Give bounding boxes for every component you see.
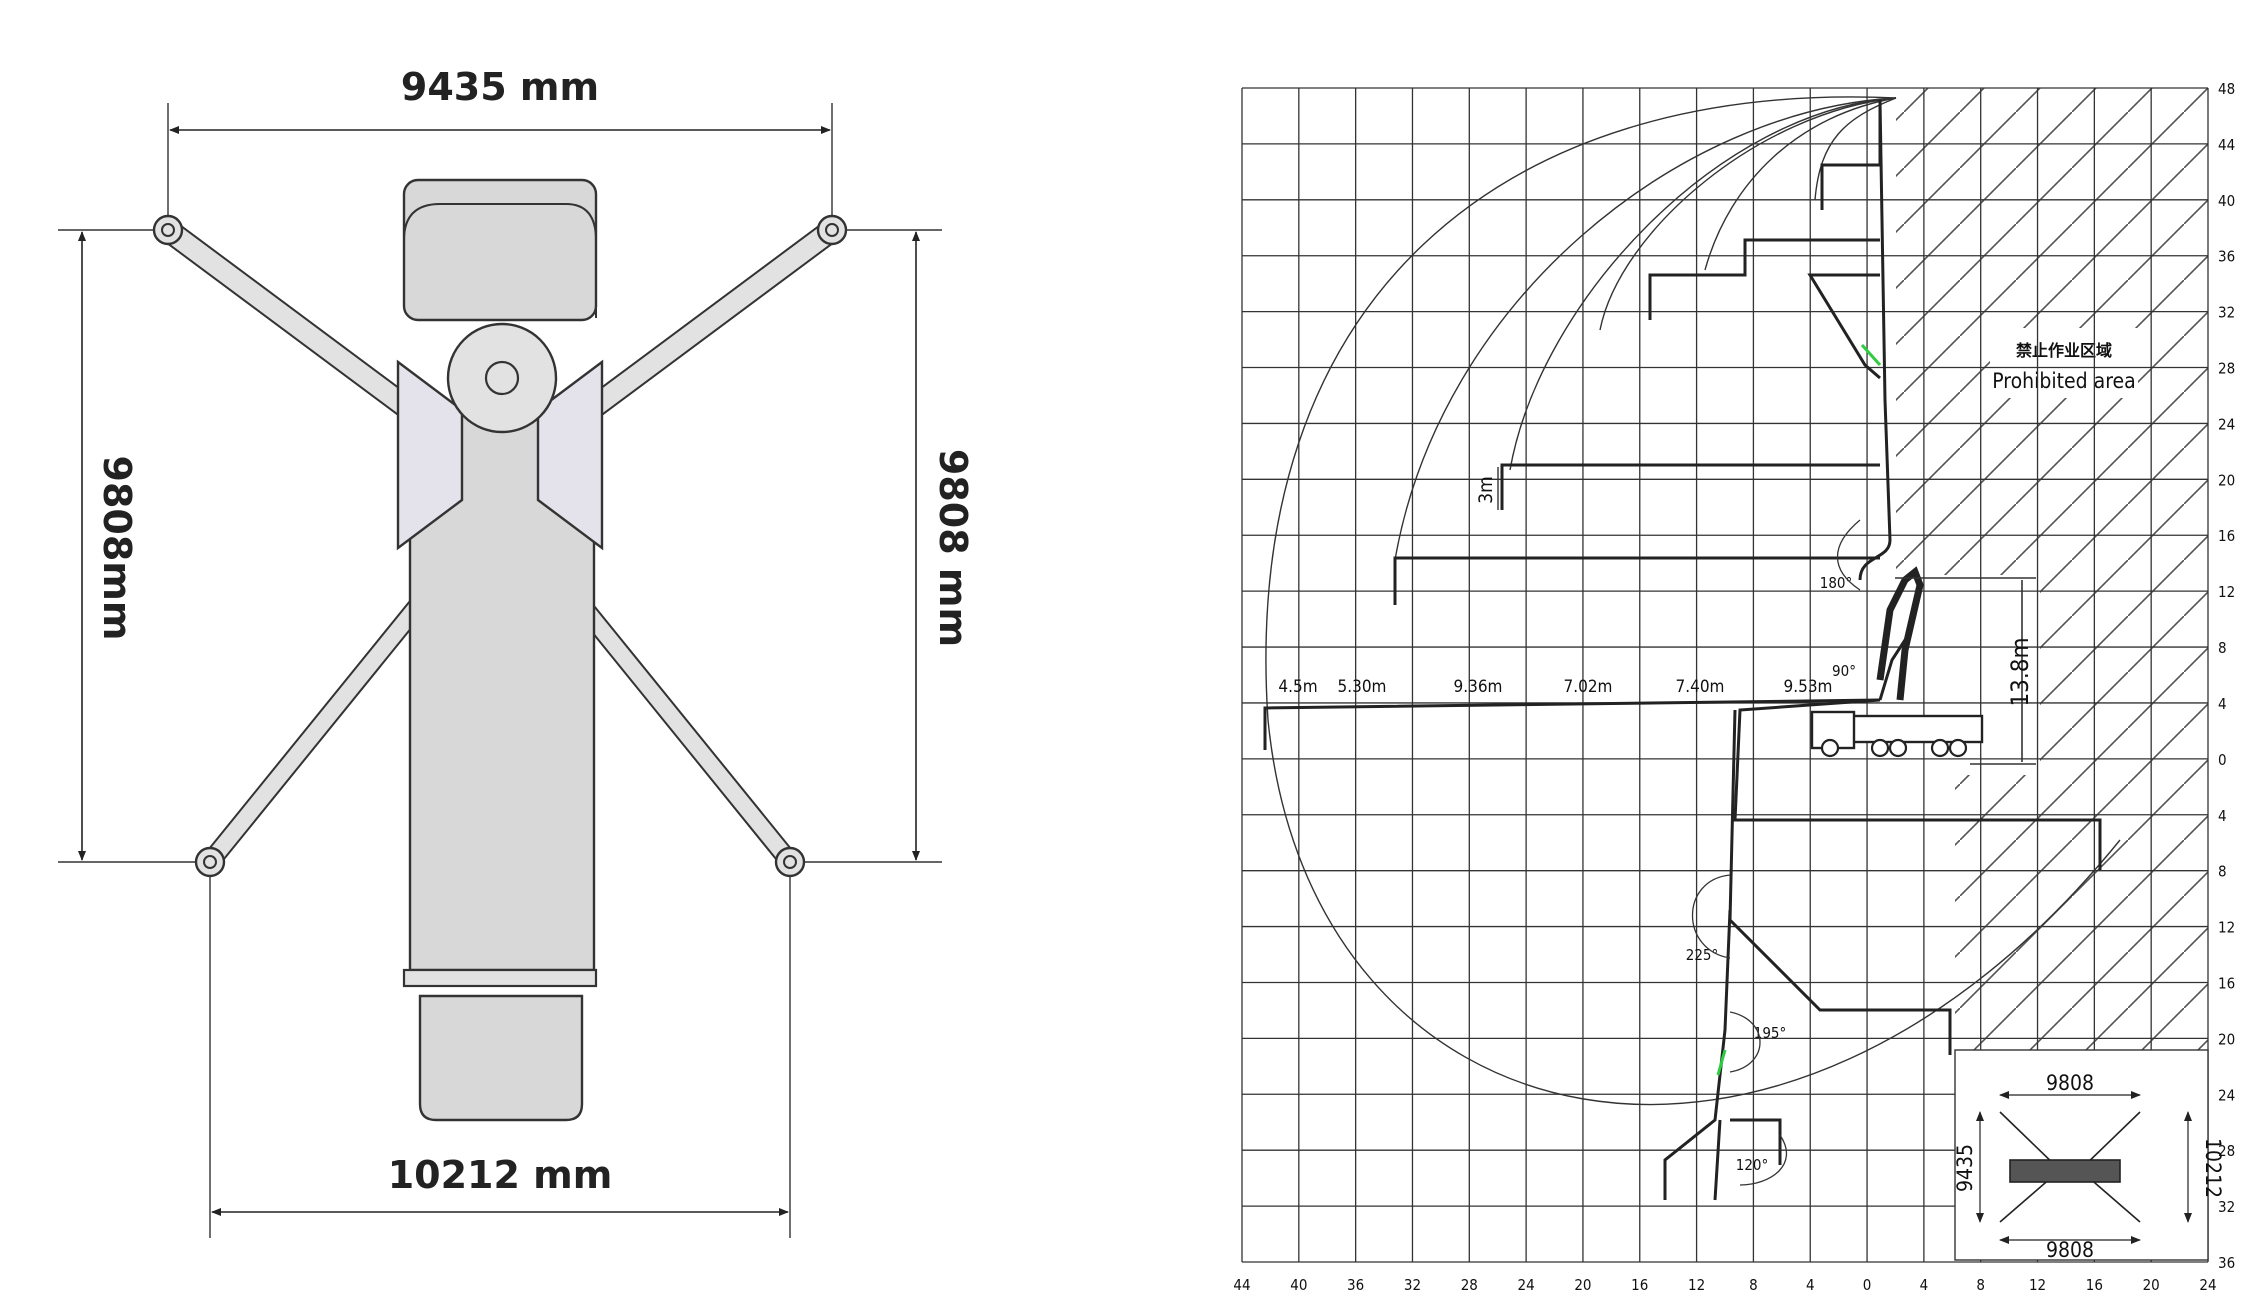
outrigger-rear-right [566, 588, 806, 878]
right-axis-tick-label: 16 [2218, 974, 2235, 992]
section-length-labels: 4.5m 5.30m 9.36m 7.02m 7.40m 9.53m [1278, 677, 1832, 697]
bottom-axis-tick-label: 4 [1920, 1276, 1929, 1294]
right-axis-tick-label: 20 [2218, 471, 2235, 489]
right-axis-tick-label: 40 [2218, 192, 2235, 210]
grid [1241, 87, 2209, 1263]
horizontal-max-reach-boom [1263, 698, 1881, 750]
rear-hopper [418, 994, 584, 1122]
right-length-label: 9808 mm [931, 449, 975, 647]
bottom-axis-tick-label: 40 [1290, 1276, 1307, 1294]
outrigger-front-left [152, 214, 422, 422]
bottom-axis-tick-label: 0 [1863, 1276, 1872, 1294]
angle-label: 90° [1832, 662, 1856, 680]
angle-label: 120° [1736, 1156, 1769, 1174]
right-axis-tick-label: 48 [2218, 80, 2235, 98]
bottom-axis-tick-label: 12 [1688, 1276, 1705, 1294]
bottom-axis-tick-label: 8 [1976, 1276, 1985, 1294]
section-length-label: 7.02m [1564, 677, 1613, 697]
section-length-label: 9.36m [1454, 677, 1503, 697]
section-length-label: 4.5m [1278, 677, 1317, 697]
inset-left-label: 9435 [1953, 1144, 1977, 1192]
bottom-axis-tick-label: 28 [1461, 1276, 1478, 1294]
right-axis-tick-label: 20 [2218, 1030, 2235, 1048]
section-length-label: 7.40m [1676, 677, 1725, 697]
right-axis-tick-label: 36 [2218, 248, 2235, 266]
outrigger-rear-left [194, 588, 434, 878]
bottom-axis-tick-label: 12 [2029, 1276, 2046, 1294]
bottom-axis-tick-label: 16 [1631, 1276, 1648, 1294]
section-length-label: 9.53m [1784, 677, 1833, 697]
right-axis-tick-label: 44 [2218, 136, 2235, 154]
bottom-axis-tick-label: 32 [1404, 1276, 1421, 1294]
bottom-axis-tick-label: 20 [1574, 1276, 1591, 1294]
outrigger-box-right [536, 359, 604, 551]
reach-diagram: 禁止作业区域 Prohibited area 48444036322824201… [1233, 80, 2235, 1294]
boom-positions [1263, 99, 2102, 1201]
right-axis-tick-label: 28 [2218, 360, 2235, 378]
bottom-axis-tick-label: 4 [1806, 1276, 1815, 1294]
prohibited-area-hatch [1896, 88, 2208, 1050]
bottom-axis-tick-label: 20 [2143, 1276, 2160, 1294]
right-axis-tick-label: 32 [2218, 304, 2235, 322]
inset-top-label: 9808 [2046, 1071, 2094, 1095]
prohibited-area-label-zh: 禁止作业区域 [2016, 341, 2112, 360]
bottom-axis-tick-label: 36 [1347, 1276, 1364, 1294]
right-axis-tick-label: 4 [2218, 807, 2227, 825]
bottom-axis-tick-label: 44 [1233, 1276, 1250, 1294]
angle-label: 225° [1686, 946, 1719, 964]
right-axis-tick-label: 24 [2218, 1086, 2235, 1104]
truck-cab [402, 178, 598, 322]
top-view: 9435 mm 10212 mm 9808mm 9808 mm [58, 65, 975, 1238]
right-axis-tick-label: 28 [2218, 1142, 2235, 1160]
bottom-axis-tick-label: 24 [2199, 1276, 2216, 1294]
right-axis-tick-label: 8 [2218, 639, 2227, 657]
angle-label: 195° [1754, 1024, 1787, 1042]
front-width-label: 9435 mm [401, 65, 599, 109]
inset-bottom-label: 9808 [2046, 1238, 2094, 1262]
bottom-axis-tick-label: 8 [1749, 1276, 1758, 1294]
bottom-axis-tick-label: 24 [1518, 1276, 1535, 1294]
unfold-height-label: 13.8m [2006, 637, 2034, 706]
right-axis-tick-label: 36 [2218, 1254, 2235, 1272]
right-axis-tick-label: 12 [2218, 919, 2235, 937]
reach-envelopes [1265, 96, 2121, 1106]
truck-top-view [396, 178, 604, 1122]
outrigger-front-right [578, 214, 848, 422]
outrigger-box-left [396, 359, 464, 551]
fold-height-label: 3m [1475, 476, 1497, 504]
rear-width-label: 10212 mm [388, 1153, 613, 1197]
bottom-axis-tick-label: 16 [2086, 1276, 2103, 1294]
section-length-label: 5.30m [1338, 677, 1387, 697]
right-axis-tick-label: 24 [2218, 415, 2235, 433]
truck-side-view [1810, 566, 1984, 758]
right-axis-tick-label: 4 [2218, 695, 2227, 713]
max-reach-envelope [1265, 96, 2121, 1106]
right-axis-tick-label: 0 [2218, 751, 2227, 769]
right-axis-tick-label: 8 [2218, 863, 2227, 881]
right-axis-tick-label: 16 [2218, 527, 2235, 545]
right-axis-tick-label: 12 [2218, 583, 2235, 601]
angle-labels: 180° 90° 225° 195° 120° [1686, 574, 1856, 1174]
right-axis-tick-label: 32 [2218, 1198, 2235, 1216]
left-length-label: 9808mm [95, 456, 139, 641]
angle-label: 180° [1820, 574, 1853, 592]
inset-outrigger-diagram: 9808 9808 9435 10212 [1953, 1049, 2225, 1262]
inset-right-label: 10212 [2201, 1138, 2225, 1198]
prohibited-area-label-en: Prohibited area [1992, 369, 2135, 393]
